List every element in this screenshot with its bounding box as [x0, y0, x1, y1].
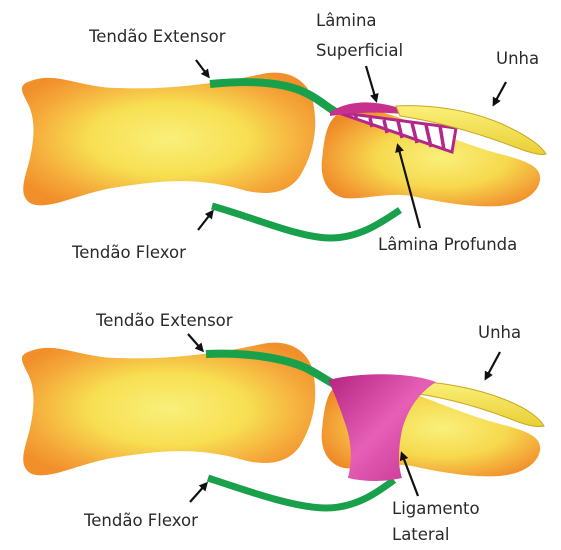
superficial-lamina-label-line1: Lâmina	[316, 11, 377, 30]
extensor-tendon-label-bottom: Tendão Extensor	[95, 311, 233, 330]
nail-label: Unha	[496, 49, 539, 68]
lateral-ligament-label-line1: Ligamento	[392, 499, 480, 518]
extensor-tendon-arrow-bottom	[188, 334, 202, 350]
middle-phalanx-bone-bottom	[22, 343, 315, 476]
extensor-tendon-arrow	[196, 60, 208, 76]
top-panel	[22, 73, 546, 238]
superficial-lamina-label-line2: Superficial	[316, 41, 403, 60]
flexor-tendon-bottom	[208, 478, 394, 508]
lateral-ligament-label-line2: Lateral	[392, 525, 449, 544]
flexor-tendon-arrow-bottom	[190, 484, 206, 502]
flexor-tendon-label-bottom: Tendão Flexor	[83, 511, 198, 530]
bottom-panel	[22, 343, 544, 508]
flexor-tendon-label: Tendão Flexor	[71, 243, 186, 262]
deep-lamina-label: Lâmina Profunda	[378, 235, 517, 254]
flexor-tendon	[212, 206, 400, 238]
nail-arrow-bottom	[486, 352, 500, 378]
nail-arrow	[494, 82, 506, 104]
superficial-lamina-arrow	[366, 66, 376, 100]
flexor-tendon-arrow	[198, 212, 212, 230]
nail-label-bottom: Unha	[478, 323, 521, 342]
middle-phalanx-bone	[22, 73, 315, 206]
extensor-tendon-label: Tendão Extensor	[88, 27, 226, 46]
